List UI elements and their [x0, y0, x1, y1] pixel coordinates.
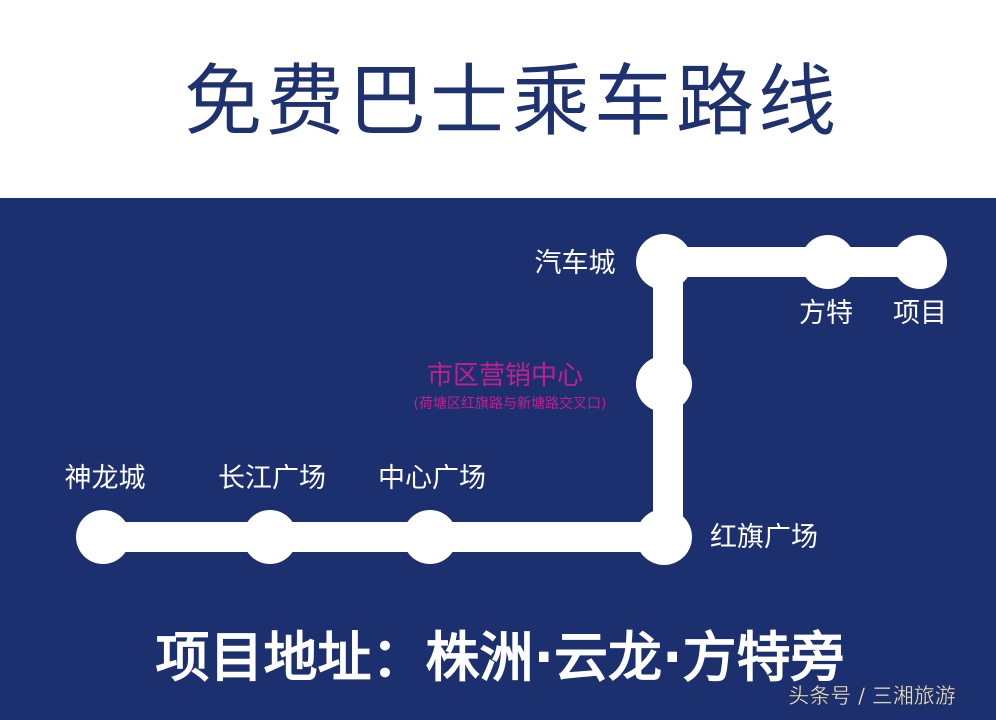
station-label-marketing: 市区营销中心: [427, 361, 583, 391]
marketing-address: (荷塘区红旗路与新塘路交叉口): [414, 395, 607, 412]
station-label-zhongxin: 中心广场: [378, 463, 486, 494]
station-label-hongqi: 红旗广场: [710, 522, 818, 553]
station-node-hongqi: [636, 509, 692, 565]
station-label-qiche: 汽车城: [535, 248, 616, 279]
station-node-qiche: [636, 234, 692, 290]
page-title: 免费巴士乘车路线: [184, 57, 840, 147]
station-label-shenlong: 神龙城: [65, 463, 146, 494]
station-node-xiangmu: [893, 235, 947, 289]
station-node-marketing: [636, 356, 692, 412]
station-node-shenlong: [76, 510, 130, 564]
station-node-changjiang: [243, 510, 297, 564]
header-background: [0, 0, 996, 198]
watermark: 头条号 / 三湘旅游: [788, 684, 955, 708]
station-label-changjiang: 长江广场: [218, 463, 326, 494]
project-address: 项目地址：株洲·云龙·方特旁: [155, 626, 844, 689]
station-node-zhongxin: [403, 510, 457, 564]
station-node-fangte: [801, 235, 855, 289]
station-label-xiangmu: 项目: [893, 298, 947, 329]
station-label-fangte: 方特: [799, 298, 853, 329]
